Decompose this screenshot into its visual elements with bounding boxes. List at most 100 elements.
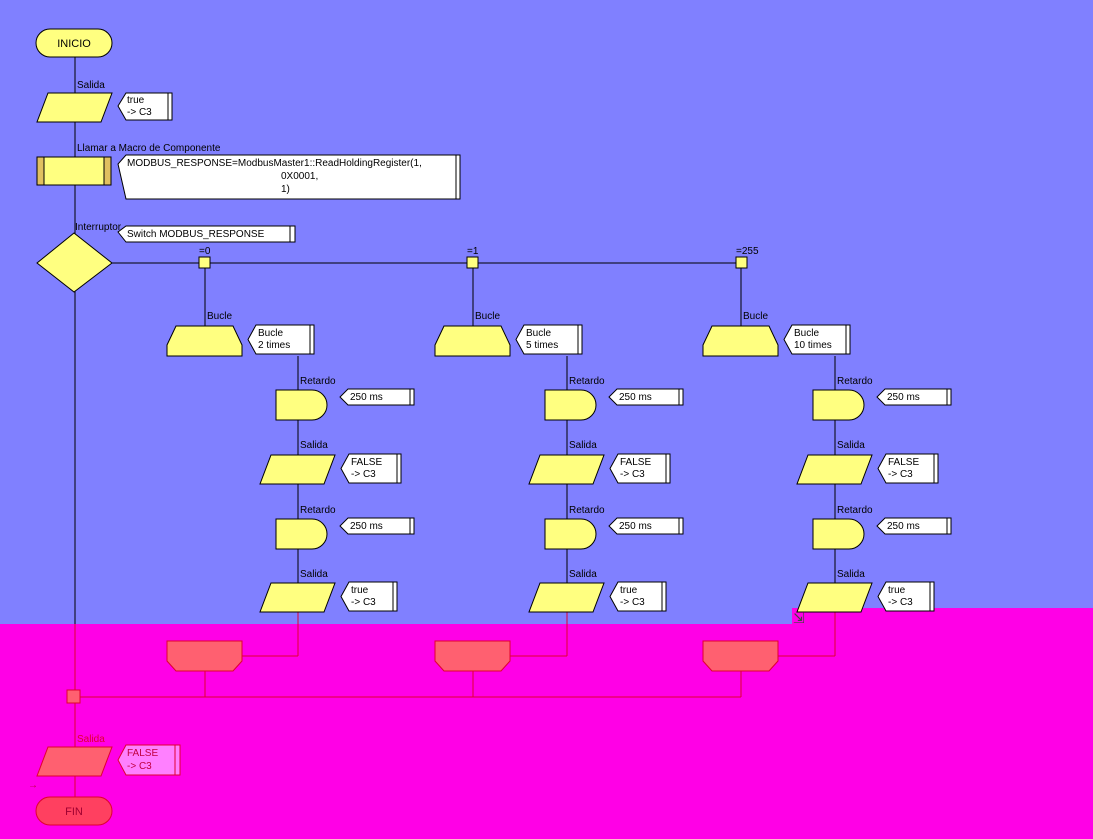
loop-start-block[interactable] xyxy=(702,325,779,357)
out1-note-line2: -> C3 xyxy=(620,469,645,480)
delay2-caption: Retardo xyxy=(569,505,605,516)
macro-caption: Llamar a Macro de Componente xyxy=(77,143,221,154)
final-output-block[interactable] xyxy=(36,746,113,777)
case-label: =0 xyxy=(199,246,211,257)
loop-caption: Bucle xyxy=(207,311,232,322)
out1-note-line1: FALSE xyxy=(351,457,382,468)
loop-note-line2: 10 times xyxy=(794,340,832,351)
end-terminal[interactable]: FIN xyxy=(35,796,113,826)
delay2-note[interactable]: 250 ms xyxy=(339,517,415,535)
loop-note-line2: 5 times xyxy=(526,340,558,351)
loop-note-line1: Bucle xyxy=(526,328,551,339)
loop-note-line1: Bucle xyxy=(258,328,283,339)
out2-block[interactable] xyxy=(796,582,873,613)
final-output-caption: Salida xyxy=(77,734,105,745)
output1-note-line2: -> C3 xyxy=(127,107,152,118)
out2-caption: Salida xyxy=(300,569,328,580)
delay1-note[interactable]: 250 ms xyxy=(608,388,684,406)
out2-note-line1: true xyxy=(620,585,638,596)
case-node[interactable] xyxy=(466,256,479,269)
out2-note[interactable]: true-> C3 xyxy=(340,581,398,612)
macro-note-line2: 0X0001, xyxy=(281,171,318,182)
out1-block[interactable] xyxy=(259,454,336,485)
macro-note[interactable]: MODBUS_RESPONSE=ModbusMaster1::ReadHoldi… xyxy=(117,154,461,200)
out1-caption: Salida xyxy=(569,440,597,451)
out1-note-line2: -> C3 xyxy=(351,469,376,480)
delay1-note[interactable]: 250 ms xyxy=(339,388,415,406)
out2-caption: Salida xyxy=(837,569,865,580)
delay2-block[interactable] xyxy=(812,518,865,550)
output1-note-line1: true xyxy=(127,95,145,106)
delay1-block[interactable] xyxy=(275,389,328,421)
end-label: FIN xyxy=(65,806,83,818)
delay1-block[interactable] xyxy=(812,389,865,421)
out2-block[interactable] xyxy=(528,582,605,613)
loop-caption: Bucle xyxy=(475,311,500,322)
out1-note[interactable]: FALSE-> C3 xyxy=(877,453,939,484)
arrow-icon: → xyxy=(28,780,38,791)
delay2-note-text: 250 ms xyxy=(619,521,652,532)
switch-decision-block[interactable] xyxy=(36,232,113,293)
out2-note-line2: -> C3 xyxy=(888,597,913,608)
out2-block[interactable] xyxy=(259,582,336,613)
drag-cursor-icon: ⇲ xyxy=(793,610,805,626)
loop-end-block[interactable] xyxy=(702,640,779,672)
final-output-note-line1: FALSE xyxy=(127,748,158,759)
out1-block[interactable] xyxy=(528,454,605,485)
loop-end-block[interactable] xyxy=(434,640,511,672)
loop-end-block[interactable] xyxy=(166,640,243,672)
delay1-caption: Retardo xyxy=(837,376,873,387)
loop-note-line2: 2 times xyxy=(258,340,290,351)
delay2-caption: Retardo xyxy=(837,505,873,516)
loop-start-block[interactable] xyxy=(166,325,243,357)
delay1-note[interactable]: 250 ms xyxy=(876,388,952,406)
drag-highlight-overlay-top xyxy=(792,608,1093,625)
output1-caption: Salida xyxy=(77,80,105,91)
final-output-note[interactable]: FALSE -> C3 xyxy=(117,744,181,776)
case-node[interactable] xyxy=(735,256,748,269)
delay1-block[interactable] xyxy=(544,389,597,421)
start-label: INICIO xyxy=(57,38,91,50)
out1-block[interactable] xyxy=(796,454,873,485)
out2-note[interactable]: true-> C3 xyxy=(609,581,667,612)
out2-note[interactable]: true-> C3 xyxy=(877,581,935,612)
case-node[interactable] xyxy=(198,256,211,269)
delay2-note[interactable]: 250 ms xyxy=(876,517,952,535)
out1-note[interactable]: FALSE-> C3 xyxy=(340,453,402,484)
case-label: =1 xyxy=(467,246,479,257)
out1-note[interactable]: FALSE-> C3 xyxy=(609,453,671,484)
start-terminal[interactable]: INICIO xyxy=(35,28,113,58)
delay1-caption: Retardo xyxy=(300,376,336,387)
output1-note[interactable]: true -> C3 xyxy=(117,92,173,121)
output1-block[interactable] xyxy=(36,92,113,123)
out1-note-line1: FALSE xyxy=(888,457,919,468)
out2-note-line2: -> C3 xyxy=(620,597,645,608)
delay1-caption: Retardo xyxy=(569,376,605,387)
delay1-note-text: 250 ms xyxy=(350,392,383,403)
delay2-block[interactable] xyxy=(275,518,328,550)
loop-start-block[interactable] xyxy=(434,325,511,357)
delay2-block[interactable] xyxy=(544,518,597,550)
delay2-note-text: 250 ms xyxy=(887,521,920,532)
macro-call-block[interactable] xyxy=(36,156,112,186)
macro-note-line1: MODBUS_RESPONSE=ModbusMaster1::ReadHoldi… xyxy=(127,158,422,169)
merge-node[interactable] xyxy=(66,689,81,704)
delay1-note-text: 250 ms xyxy=(619,392,652,403)
delay2-note[interactable]: 250 ms xyxy=(608,517,684,535)
loop-caption: Bucle xyxy=(743,311,768,322)
out1-note-line2: -> C3 xyxy=(888,469,913,480)
out2-note-line2: -> C3 xyxy=(351,597,376,608)
delay2-caption: Retardo xyxy=(300,505,336,516)
final-output-note-line2: -> C3 xyxy=(127,761,152,772)
switch-note[interactable]: Switch MODBUS_RESPONSE xyxy=(117,225,296,243)
switch-note-text: Switch MODBUS_RESPONSE xyxy=(127,229,265,240)
delay2-note-text: 250 ms xyxy=(350,521,383,532)
delay1-note-text: 250 ms xyxy=(887,392,920,403)
